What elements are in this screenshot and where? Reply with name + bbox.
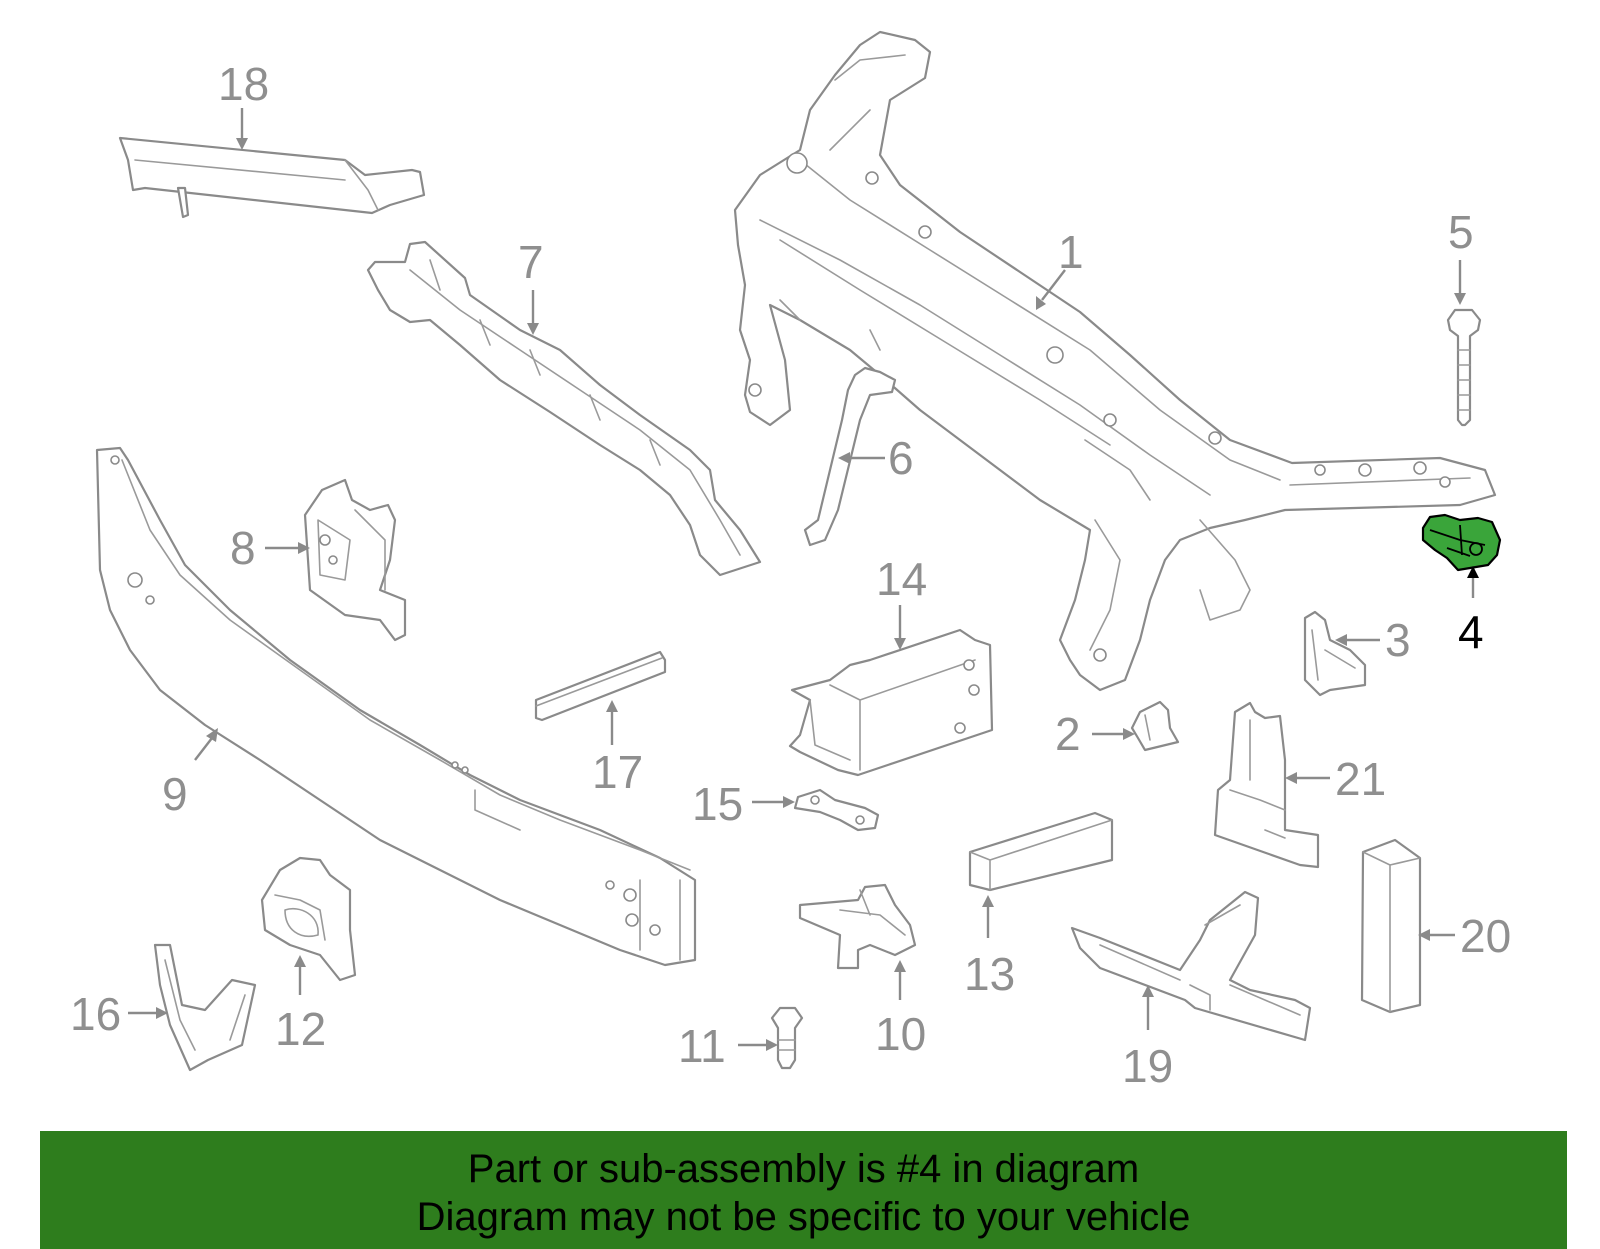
callout-leaders — [128, 108, 1479, 1051]
info-banner: Part or sub-assembly is #4 in diagram Di… — [40, 1131, 1567, 1249]
callout-12[interactable]: 12 — [275, 1003, 326, 1055]
part-1-carrier[interactable] — [733, 30, 1497, 692]
callout-4[interactable]: 4 — [1458, 606, 1484, 658]
part-8-bracket[interactable] — [303, 478, 407, 642]
callout-9[interactable]: 9 — [162, 768, 188, 820]
callout-labels: 18 7 1 5 6 8 4 3 14 2 21 17 9 15 13 20 1… — [70, 58, 1511, 1092]
callout-18[interactable]: 18 — [218, 58, 269, 110]
part-18-upper-rail[interactable] — [118, 136, 426, 219]
callout-3[interactable]: 3 — [1385, 614, 1411, 666]
part-12-bracket[interactable] — [260, 856, 357, 982]
part-14-crash-box[interactable] — [788, 628, 994, 777]
banner-line-2: Diagram may not be specific to your vehi… — [416, 1195, 1191, 1239]
part-9-bumper-reinforcement[interactable] — [95, 446, 697, 967]
callout-8[interactable]: 8 — [230, 522, 256, 574]
callout-11[interactable]: 11 — [678, 1020, 726, 1072]
part-20-column[interactable] — [1360, 838, 1422, 1014]
part-11-bolt[interactable] — [770, 1006, 804, 1070]
part-2-clip[interactable] — [1130, 700, 1180, 752]
part-13-block[interactable] — [968, 811, 1114, 892]
part-7-upper-crossmember[interactable] — [366, 240, 762, 577]
callout-6[interactable]: 6 — [888, 432, 914, 484]
callout-17[interactable]: 17 — [592, 746, 643, 798]
callout-13[interactable]: 13 — [964, 948, 1015, 1000]
callout-10[interactable]: 10 — [875, 1008, 926, 1060]
callout-16[interactable]: 16 — [70, 988, 121, 1040]
part-19-arm[interactable] — [1070, 890, 1312, 1042]
part-3-bracket[interactable] — [1303, 610, 1367, 697]
callout-20[interactable]: 20 — [1460, 910, 1511, 962]
part-15-bracket[interactable] — [793, 788, 880, 832]
callout-7[interactable]: 7 — [518, 236, 544, 288]
part-21-bracket[interactable] — [1213, 701, 1320, 869]
part-10-bracket[interactable] — [798, 883, 917, 970]
callout-2[interactable]: 2 — [1055, 708, 1081, 760]
part-4-bracket-highlighted[interactable] — [1421, 513, 1502, 572]
callout-5[interactable]: 5 — [1448, 206, 1474, 258]
callout-1[interactable]: 1 — [1058, 226, 1084, 278]
callout-19[interactable]: 19 — [1122, 1040, 1173, 1092]
part-16-brace[interactable] — [153, 943, 257, 1072]
callout-14[interactable]: 14 — [876, 553, 927, 605]
banner-line-1: Part or sub-assembly is #4 in diagram — [467, 1147, 1140, 1191]
part-5-bolt[interactable] — [1446, 308, 1482, 427]
callout-15[interactable]: 15 — [692, 778, 743, 830]
callout-21[interactable]: 21 — [1335, 753, 1386, 805]
part-17-strip[interactable] — [534, 650, 667, 722]
